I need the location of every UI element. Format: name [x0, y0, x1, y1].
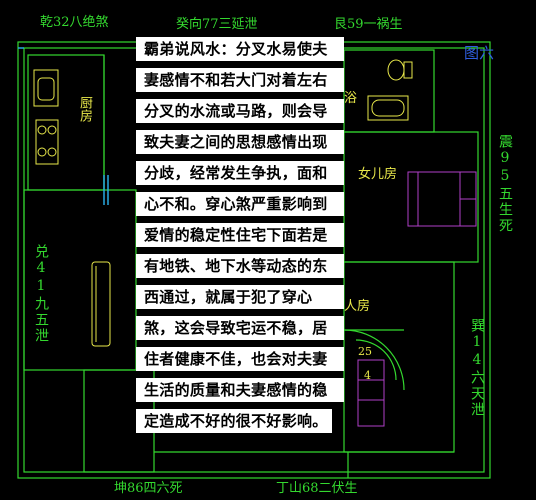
room-label-daughter: 女儿房	[358, 167, 398, 182]
caption-line: 妻感情不和若大门对着左右	[136, 68, 344, 92]
living-wall	[23, 189, 137, 371]
direction-bottom-right: 丁山68二伏生	[276, 481, 358, 496]
direction-top-right: 艮59一祸生	[334, 17, 403, 32]
caption-line: 霸弟说风水：分叉水易使夫	[136, 37, 344, 61]
direction-right-upper: 震95五生死	[497, 134, 513, 234]
direction-top-left: 乾32八绝煞	[40, 15, 109, 30]
caption-line: 致夫妻之间的思想感情出现	[136, 130, 344, 154]
caption-line: 分叉的水流或马路，则会导	[136, 99, 344, 123]
caption-line: 定造成不好的很不好影响。	[136, 409, 332, 433]
stove	[35, 119, 59, 165]
room-label-kitchen: 厨房	[77, 96, 92, 122]
caption-line: 心不和。穿心煞严重影响到	[136, 192, 344, 216]
sink	[33, 69, 59, 107]
caption-line: 生活的质量和夫妻感情的稳	[136, 378, 344, 402]
kitchen-wall	[27, 54, 105, 191]
wardrobe	[357, 359, 385, 427]
room-label-bath: 浴	[344, 91, 358, 106]
caption-line: 煞，这会导致宅运不稳，居	[136, 316, 344, 340]
caption-line: 住者健康不佳，也会对夫妻	[136, 347, 344, 371]
figure-label: 图六	[464, 44, 495, 62]
sofa	[91, 261, 111, 347]
room-label-partial: 人房	[344, 299, 371, 314]
caption-overlay: 霸弟说风水：分叉水易使夫 妻感情不和若大门对着左右 分叉的水流或马路，则会导 致…	[136, 37, 344, 440]
bathtub	[367, 95, 409, 121]
caption-line: 爱情的稳定性住宅下面若是	[136, 223, 344, 247]
direction-right-lower: 巽14六天泄	[469, 318, 485, 418]
room-number-a: 25	[358, 345, 372, 358]
caption-line: 有地铁、地下水等动态的东	[136, 254, 344, 278]
caption-line: 西通过，就属于犯了穿心	[136, 285, 344, 309]
direction-top-center: 癸向77三延泄	[176, 17, 258, 32]
direction-left-middle: 兑41九五泄	[33, 244, 49, 344]
direction-bottom-left: 坤86四六死	[114, 481, 183, 496]
caption-line: 分歧，经常发生争执，面和	[136, 161, 344, 185]
daughter-room-wall	[343, 131, 479, 263]
toilet	[387, 59, 405, 81]
room-number-b: 4	[364, 369, 371, 382]
